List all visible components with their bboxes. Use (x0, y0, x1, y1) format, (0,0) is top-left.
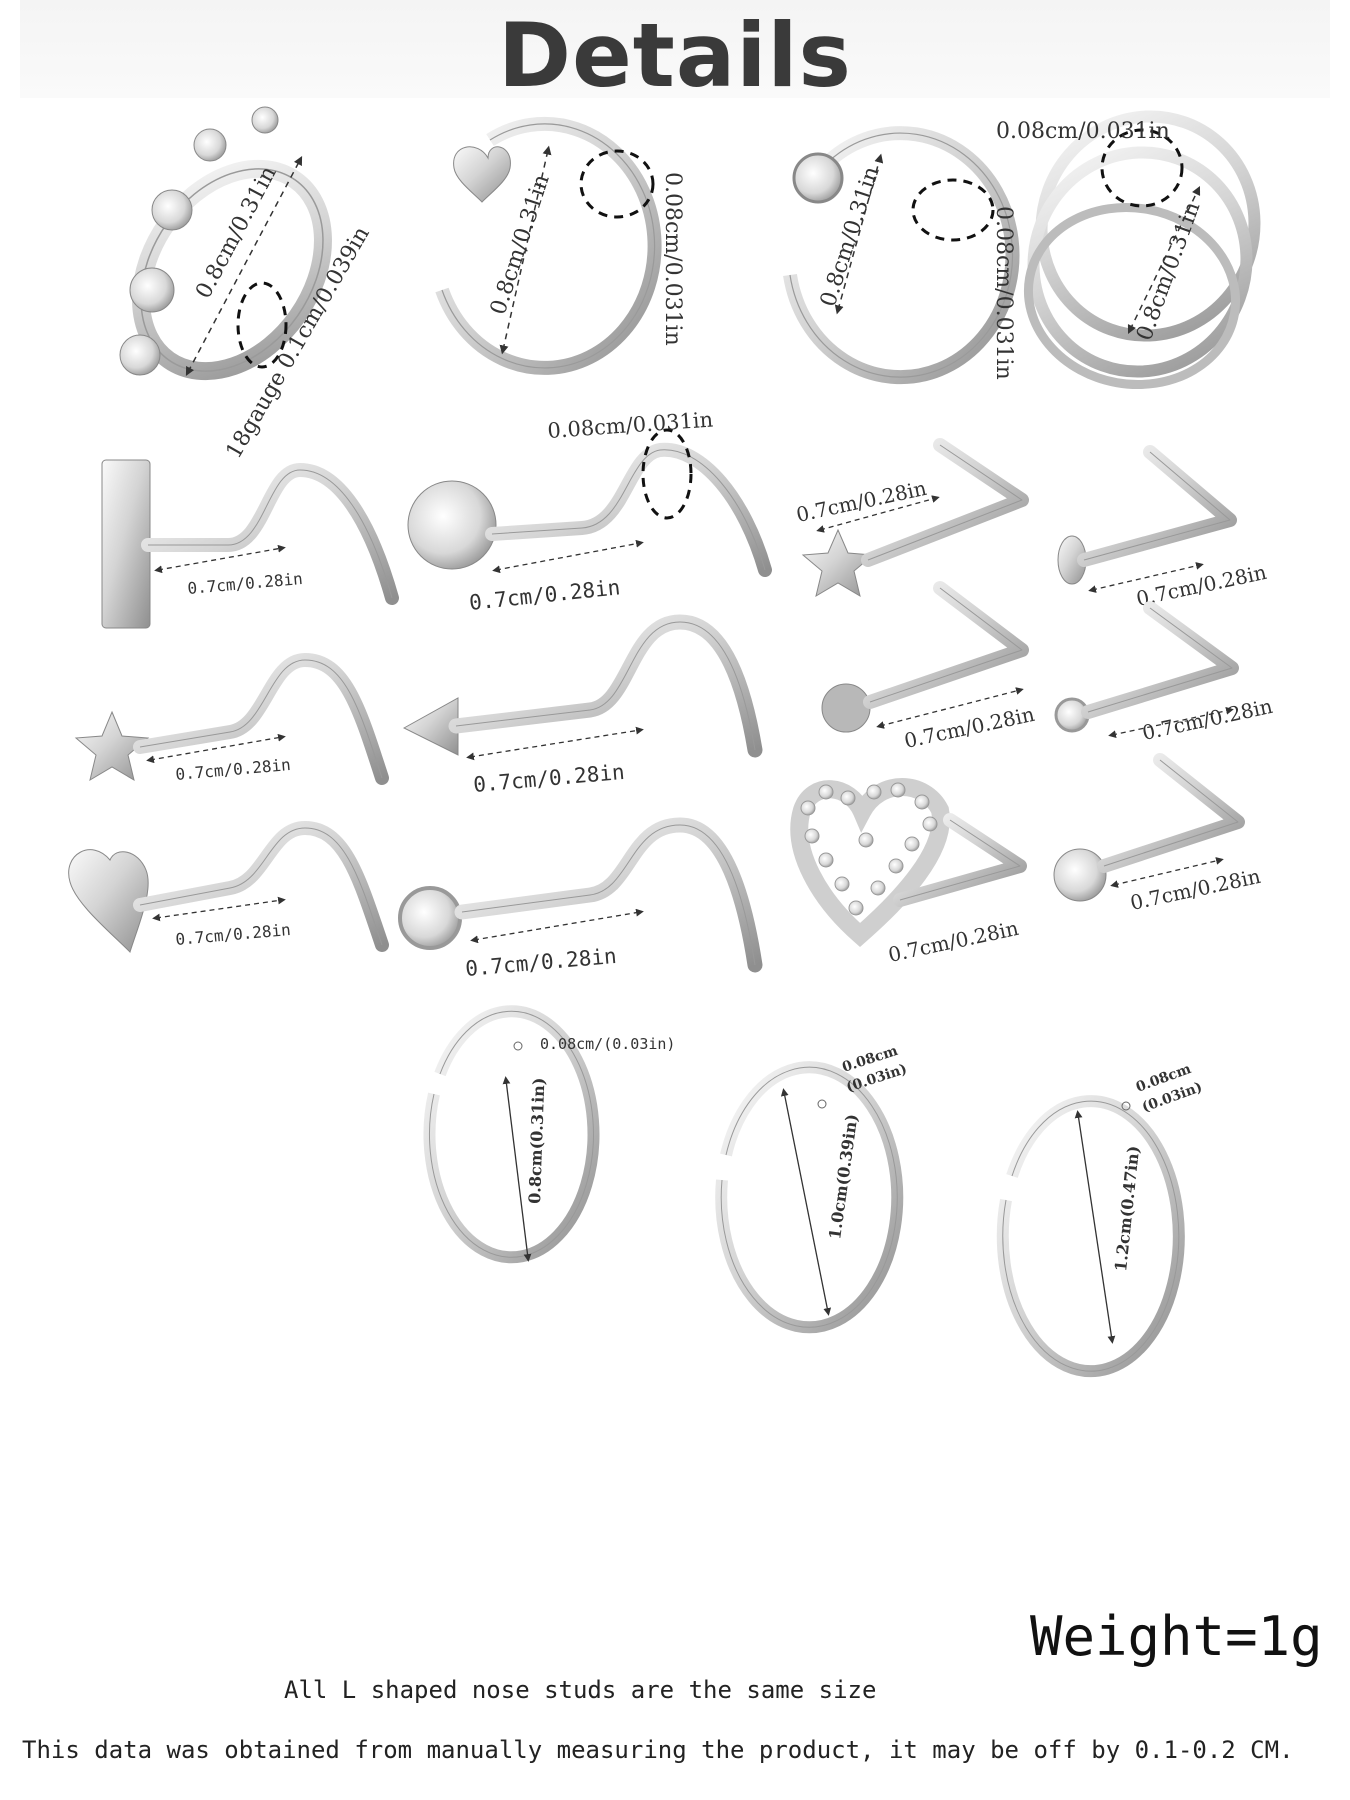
heart-screw-length: 0.7cm/0.28in (175, 920, 292, 949)
star-l-stud-length: 0.7cm/0.28in (794, 476, 929, 527)
spike-screw (402, 614, 763, 761)
ring3-thickness-label: 0.08cm/0.031in (991, 206, 1016, 380)
spiral-ring (1023, 110, 1261, 390)
page-title: Details (498, 4, 852, 107)
cz-wave-ring (119, 106, 332, 381)
hoop-medium-diameter: 1.0cm(0.39in) (825, 1113, 861, 1241)
hoop-large (996, 1095, 1185, 1378)
cz-gem-icon (792, 152, 844, 204)
ring2-diameter-label: 0.8cm/0.31in (486, 171, 555, 317)
star-icon (74, 710, 150, 782)
ring4-thickness-label: 0.08cm/0.031in (996, 119, 1170, 144)
heart-outline-icon (790, 778, 950, 947)
spike-screw-length: 0.7cm/0.28in (472, 760, 625, 797)
ring1-gauge-label: 18gauge 0.1cm/0.039in (222, 223, 375, 463)
cz-screw-thickness: 0.08cm/0.031in (547, 407, 714, 443)
ball-l-stud (821, 581, 1029, 733)
heart-screw (68, 820, 389, 953)
bezel-screw-length: 0.7cm/0.28in (464, 944, 617, 981)
hoop-large-diameter: 1.2cm(0.47in) (1111, 1145, 1143, 1273)
star-l-stud (801, 438, 1029, 598)
ring-stones (119, 106, 279, 376)
bezel-l-stud (1054, 601, 1239, 739)
bezel-l-stud-length: 0.7cm/0.28in (1140, 694, 1275, 745)
hoop-small-thickness: 0.08cm/(0.03in) (540, 1035, 675, 1053)
cz-screw-length: 0.7cm/0.28in (468, 575, 621, 615)
hoop-small-diameter: 0.8cm(0.31in) (525, 1077, 548, 1204)
ball-l-stud-length: 0.7cm/0.28in (902, 702, 1037, 753)
star-screw (74, 652, 389, 785)
hoop-medium (715, 1061, 904, 1334)
l-stud-note: All L shaped nose studs are the same siz… (284, 1676, 877, 1704)
heart-icon (68, 849, 149, 953)
cz-screw (407, 428, 772, 577)
prong-l-stud-length: 0.7cm/0.28in (1128, 864, 1263, 915)
measurement-disclaimer: This data was obtained from manually mea… (22, 1736, 1294, 1764)
heart-icon (453, 146, 511, 203)
bar-screw (101, 459, 399, 629)
ring2-thickness-label: 0.08cm/0.031in (660, 172, 685, 346)
heart-cz-l-stud (790, 778, 1027, 947)
bar-screw-length: 0.7cm/0.28in (187, 569, 304, 598)
disc-l-stud (1057, 445, 1237, 593)
weight-label: Weight=1g (1030, 1605, 1323, 1668)
star-screw-length: 0.7cm/0.28in (175, 755, 292, 784)
bezel-screw (398, 817, 763, 973)
heart-hoop (435, 116, 662, 375)
heart-stones (800, 782, 938, 916)
cz-hoop (783, 126, 1020, 385)
hoop-small (423, 1005, 600, 1264)
heart-cz-l-stud-length: 0.7cm/0.28in (886, 916, 1021, 967)
prong-l-stud (1053, 753, 1245, 902)
header-band (20, 0, 1330, 98)
